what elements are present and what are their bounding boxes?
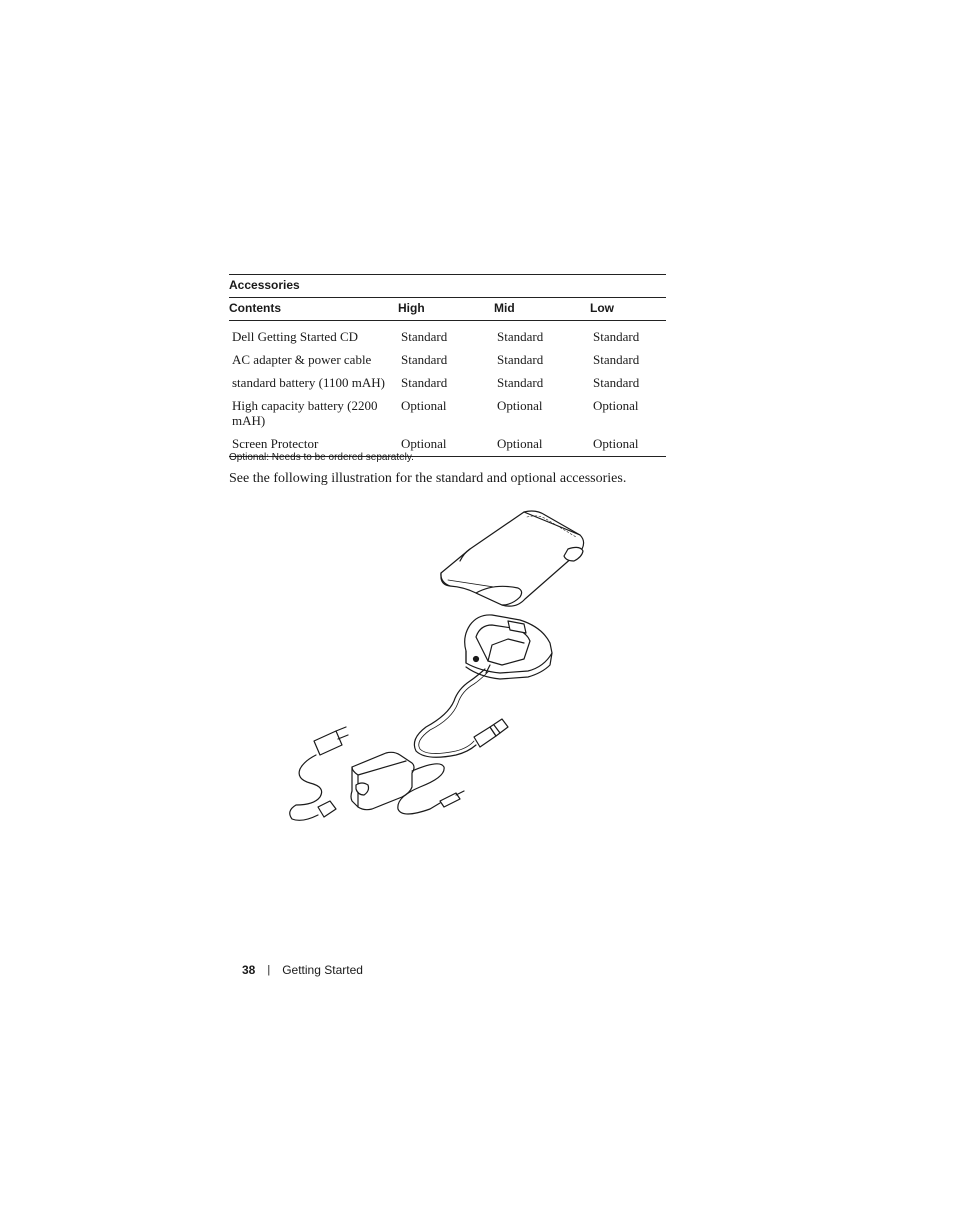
table-cell: Screen Protector — [229, 428, 398, 457]
table-cell: Standard — [497, 375, 544, 390]
carrying-case-drawing — [440, 510, 585, 607]
table-row: AC adapter & power cable Standard Standa… — [229, 344, 666, 367]
table-cell: standard battery (1100 mAH) — [232, 375, 385, 390]
table-note: Optional: Needs to be ordered separately… — [229, 452, 414, 463]
page-number: 38 — [242, 963, 256, 977]
column-header-high: High — [398, 297, 494, 321]
page-footer: 38 | Getting Started — [242, 963, 363, 977]
table-cell: Standard — [401, 352, 448, 367]
table-row: High capacity battery (2200 mAH) Optiona… — [229, 390, 666, 428]
table-cell: Optional — [593, 398, 639, 413]
footer-section-title: Getting Started — [282, 963, 363, 977]
table-cell: High capacity battery (2200 mAH) — [232, 398, 378, 428]
table-cell: Standard — [401, 375, 448, 390]
cradle-drawing — [464, 614, 553, 680]
table-row: standard battery (1100 mAH) Standard Sta… — [229, 367, 666, 390]
table-cell: Standard — [593, 352, 640, 367]
column-header-mid: Mid — [494, 297, 590, 321]
usb-sync-cable-drawing — [413, 668, 509, 758]
column-header-low: Low — [590, 297, 667, 321]
table-cell: Optional — [497, 398, 543, 413]
table-row: Dell Getting Started CD Standard Standar… — [229, 321, 666, 345]
accessories-table: Accessories Contents High Mid Low Dell G… — [229, 274, 667, 457]
accessories-illustration — [289, 510, 585, 821]
table-row: Screen Protector Optional Optional Optio… — [229, 428, 667, 457]
table-title: Accessories — [229, 274, 667, 298]
table-cell: Standard — [497, 352, 544, 367]
table-cell: Optional — [398, 428, 494, 457]
column-header-contents: Contents — [229, 297, 398, 321]
table-cell: Optional — [401, 398, 447, 413]
body-paragraph: See the following illustration for the s… — [229, 471, 627, 486]
table-cell: Optional — [590, 428, 667, 457]
ac-adapter-drawing — [289, 726, 465, 821]
table-cell: Standard — [593, 329, 640, 344]
table-cell: Optional — [494, 428, 590, 457]
table-cell: Standard — [497, 329, 544, 344]
footer-separator: | — [267, 964, 271, 976]
table-cell: AC adapter & power cable — [232, 352, 372, 367]
table-cell: Dell Getting Started CD — [232, 329, 359, 344]
table-cell: Standard — [401, 329, 448, 344]
table-cell: Standard — [593, 375, 640, 390]
